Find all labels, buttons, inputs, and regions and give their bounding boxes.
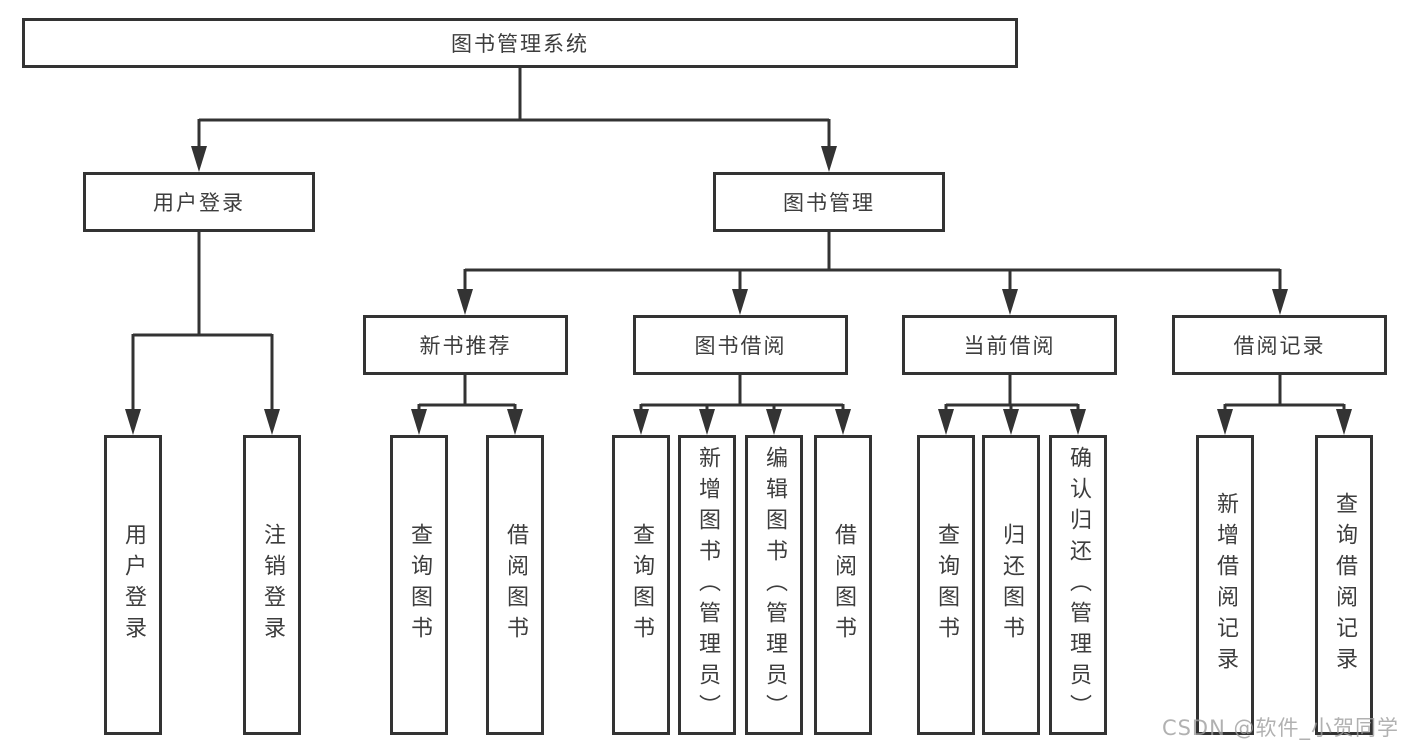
- leaf-query-books: 查询图书: [917, 435, 975, 735]
- node-label: 归还图书: [999, 523, 1024, 647]
- node-book-borrowing: 图书借阅: [633, 315, 848, 375]
- leaf-return-books: 归还图书: [982, 435, 1040, 735]
- connector-currentborrow-to-leaves: [944, 375, 1080, 412]
- connector-records-to-leaves: [1223, 375, 1346, 412]
- arrowheads-leaves: [125, 409, 1352, 435]
- leaf-borrow-books: 借阅图书: [486, 435, 544, 735]
- node-root-book-management-system: 图书管理系统: [22, 18, 1018, 68]
- node-label: 用户登录: [121, 523, 146, 647]
- leaf-add-borrow-record: 新增借阅记录: [1196, 435, 1254, 735]
- leaf-borrow-books: 借阅图书: [814, 435, 872, 735]
- leaf-query-books: 查询图书: [612, 435, 670, 735]
- connector-bookmgmt-to-level3: [463, 232, 1282, 292]
- leaf-add-books-admin: 新增图书（管理员）: [678, 435, 736, 735]
- leaf-query-books: 查询图书: [390, 435, 448, 735]
- node-label: 用户登录: [153, 191, 245, 215]
- node-borrowing-records: 借阅记录: [1172, 315, 1387, 375]
- leaf-confirm-return-admin: 确认归还（管理员）: [1049, 435, 1107, 735]
- node-label: 借阅图书: [831, 523, 856, 647]
- node-label: 注销登录: [260, 523, 285, 647]
- node-current-borrowing: 当前借阅: [902, 315, 1117, 375]
- arrowheads-level3: [457, 289, 1288, 315]
- node-user-login: 用户登录: [83, 172, 315, 232]
- node-label: 新增图书（管理员）: [695, 445, 720, 725]
- node-label: 查询图书: [934, 523, 959, 647]
- node-label: 新书推荐: [419, 334, 512, 358]
- arrowheads-level2: [191, 146, 837, 172]
- leaf-edit-books-admin: 编辑图书（管理员）: [745, 435, 803, 735]
- node-book-management: 图书管理: [713, 172, 945, 232]
- node-label: 当前借阅: [963, 334, 1056, 358]
- node-label: 编辑图书（管理员）: [762, 445, 787, 725]
- leaf-logout: 注销登录: [243, 435, 301, 735]
- node-label: 图书管理: [783, 191, 875, 215]
- node-label: 新增借阅记录: [1213, 492, 1238, 678]
- connector-root-to-level2: [197, 68, 831, 150]
- node-label: 图书借阅: [694, 334, 787, 358]
- node-label: 查询借阅记录: [1332, 492, 1357, 678]
- leaf-query-borrow-record: 查询借阅记录: [1315, 435, 1373, 735]
- connector-userlogin-to-leaves: [131, 232, 274, 412]
- leaf-user-login: 用户登录: [104, 435, 162, 735]
- node-new-book-recommendation: 新书推荐: [363, 315, 568, 375]
- node-label: 查询图书: [629, 523, 654, 647]
- node-label: 借阅记录: [1233, 334, 1326, 358]
- node-label: 借阅图书: [503, 523, 528, 647]
- node-label: 查询图书: [407, 523, 432, 647]
- connector-newbook-to-leaves: [417, 375, 517, 412]
- connector-bookborrow-to-leaves: [639, 375, 845, 412]
- csdn-watermark: CSDN @软件_小贺同学: [1161, 716, 1399, 740]
- node-label: 图书管理系统: [451, 32, 589, 56]
- node-label: 确认归还（管理员）: [1066, 445, 1091, 725]
